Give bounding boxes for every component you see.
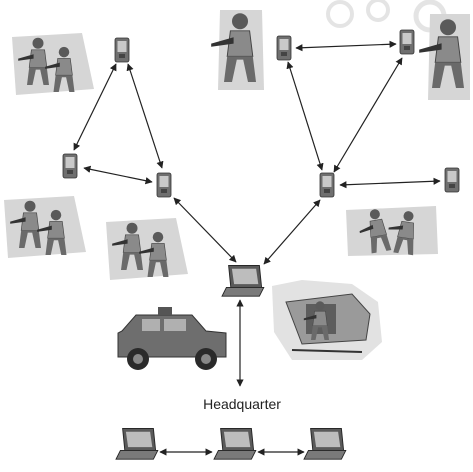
link-arrow [288, 62, 322, 170]
laptop-icon [214, 428, 256, 459]
humvee-icon [118, 307, 226, 370]
laptop-icon [304, 428, 346, 459]
handheld-radio-icon [115, 38, 129, 62]
soldier-group-icon [12, 33, 94, 95]
soldier-group-icon [106, 218, 188, 280]
handheld-radio-icon [157, 173, 171, 197]
link-arrow [334, 58, 402, 172]
laptop-icon [222, 265, 264, 296]
handheld-radio-icon [277, 36, 291, 60]
handheld-radio-icon [400, 30, 414, 54]
link-arrow [128, 64, 162, 168]
watermark-logo [328, 0, 444, 30]
handheld-radio-icon [445, 168, 459, 192]
soldier-group-icon [346, 206, 438, 256]
handheld-radio-icon [320, 173, 334, 197]
link-arrow [340, 181, 440, 185]
laptop-icon [116, 428, 158, 459]
link-arrow [296, 44, 396, 48]
helicopter-icon [272, 280, 382, 360]
link-arrow [264, 200, 320, 264]
soldier-group-icon [211, 10, 264, 90]
handheld-radio-icon [63, 154, 77, 178]
headquarter-label: Headquarter [182, 396, 302, 412]
link-arrow [84, 168, 152, 182]
soldier-group-icon [419, 14, 470, 100]
soldier-group-icon [4, 196, 86, 258]
